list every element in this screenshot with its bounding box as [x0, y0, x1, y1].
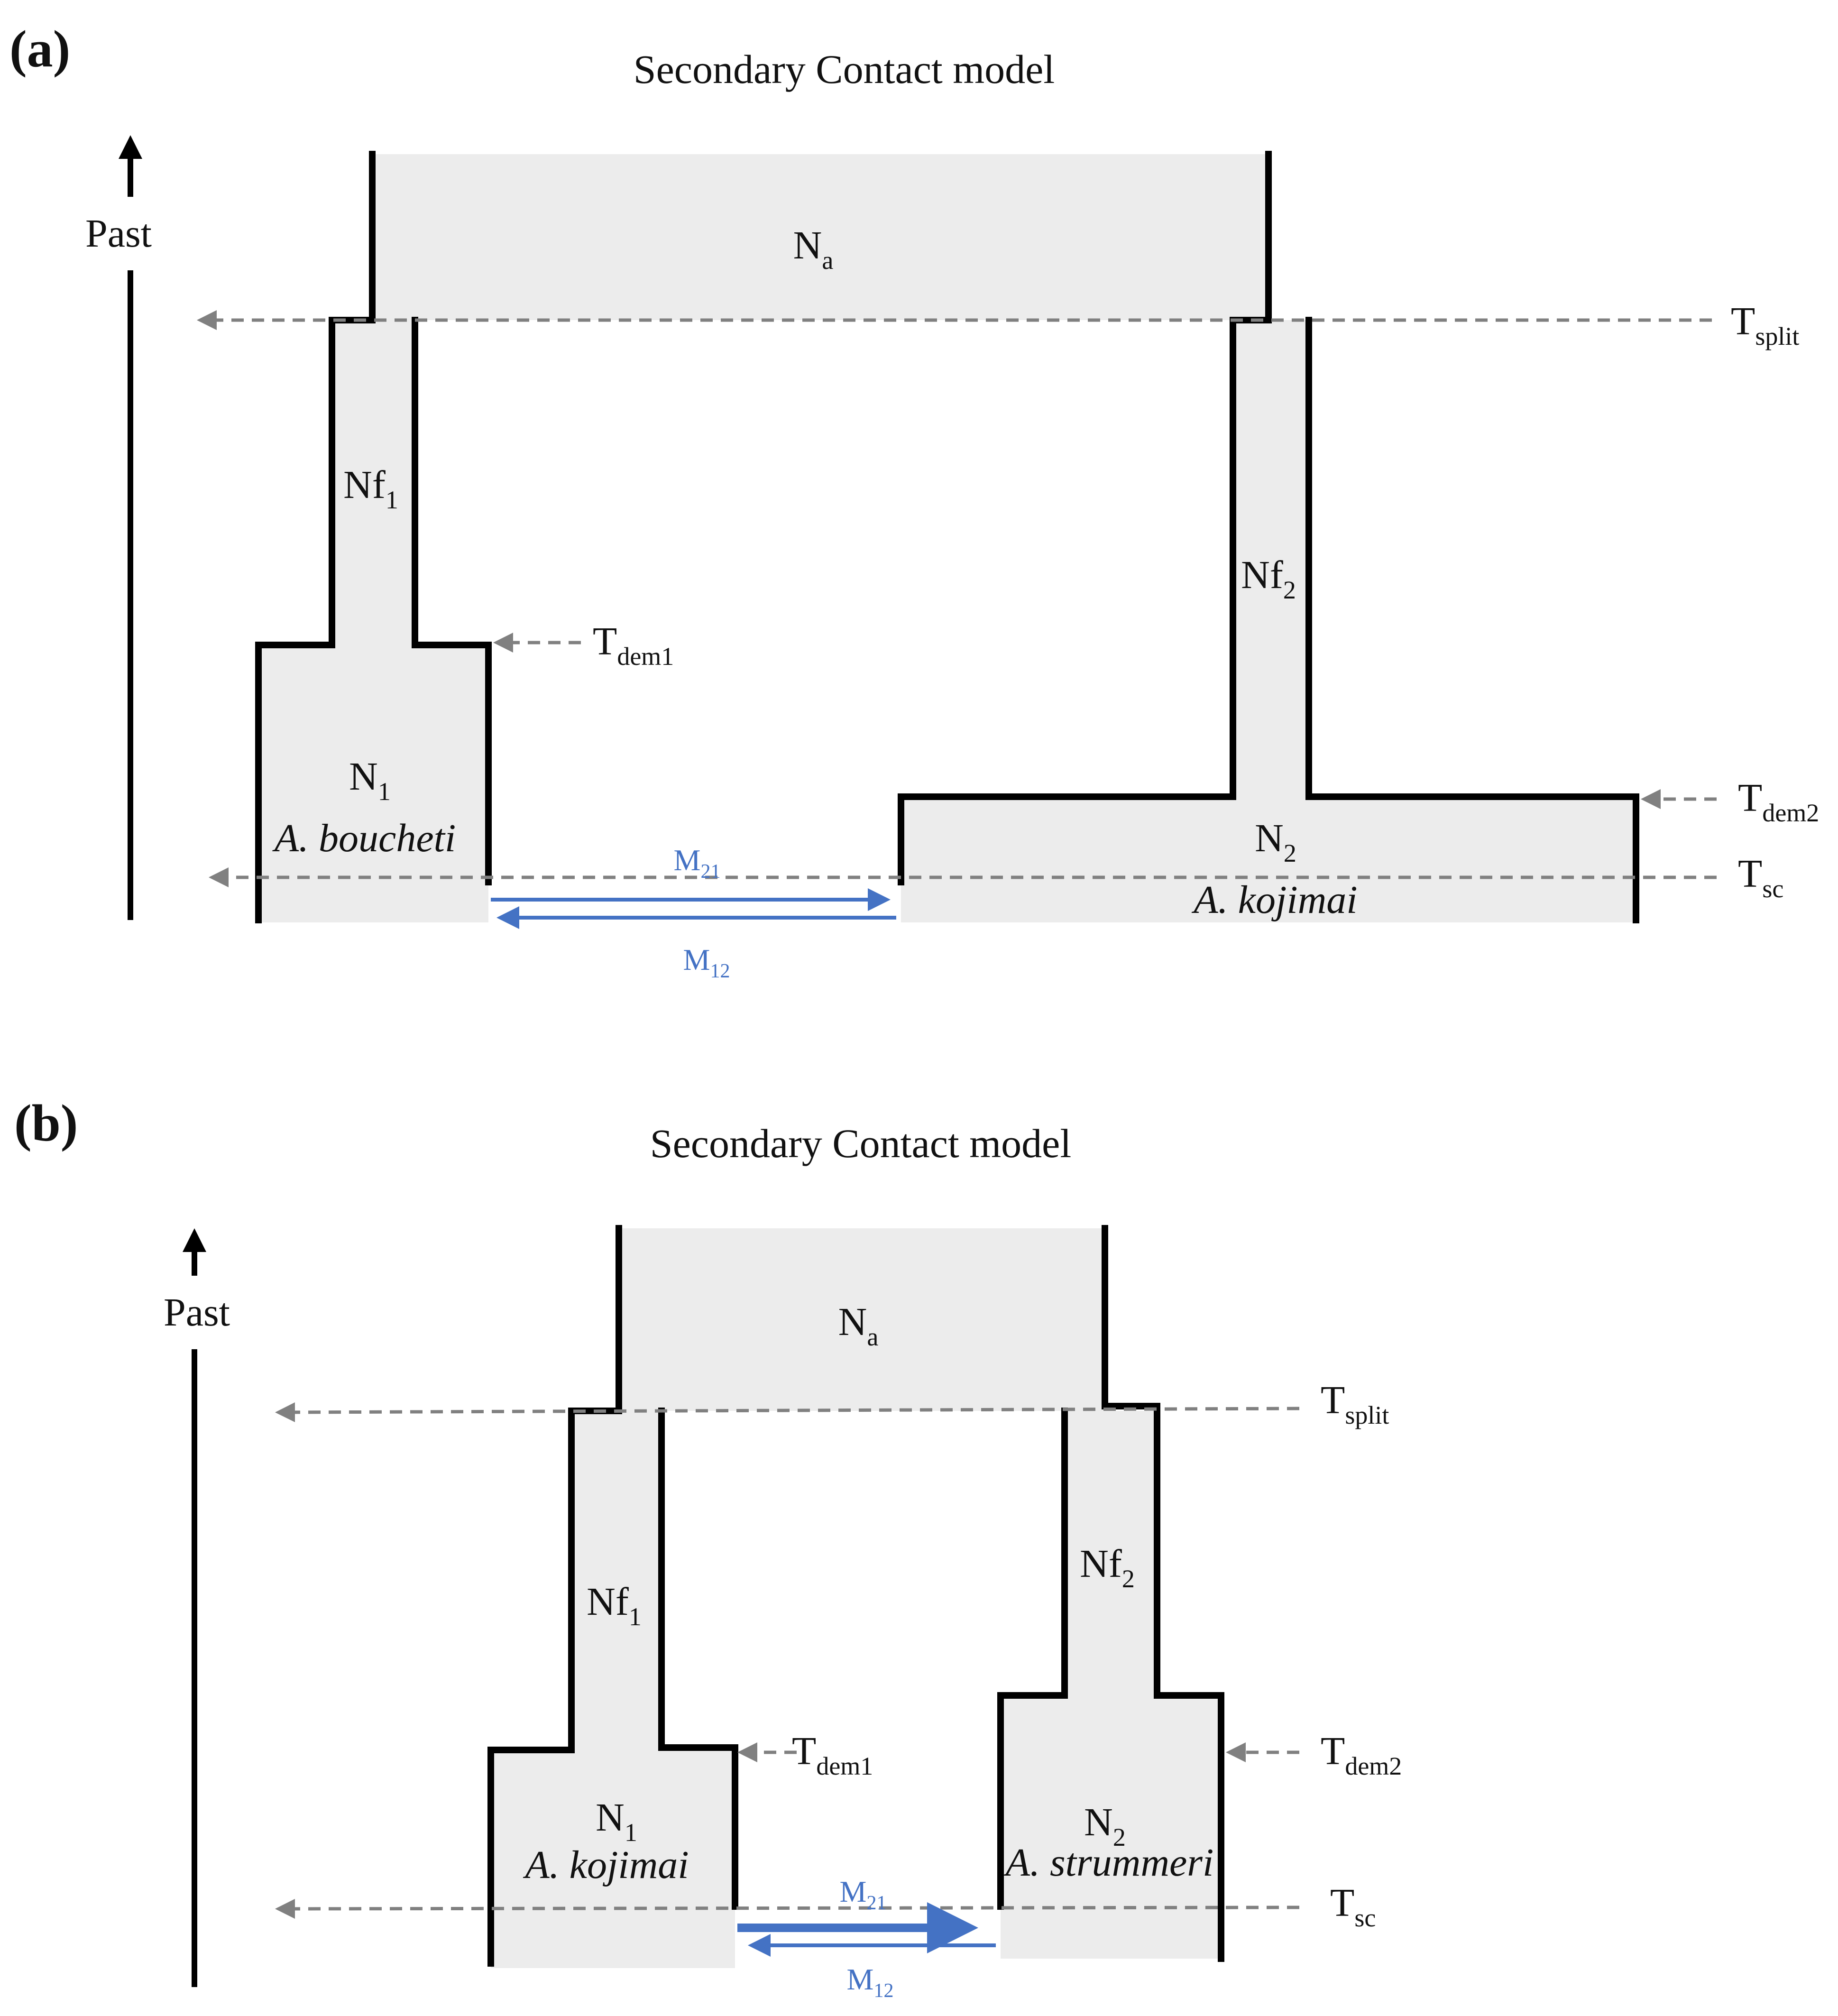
panel-a-label-nf1: Nf1 [343, 463, 398, 514]
panel-a-label-tdem1: Tdem1 [593, 619, 674, 671]
panel-a-species-1: A. boucheti [272, 816, 456, 860]
panel-a: (a) Secondary Contact model Past Na Nf1 … [9, 20, 1819, 982]
panel-b-label-tdem1: Tdem1 [792, 1729, 873, 1780]
panel-b-letter: (b) [14, 1094, 78, 1152]
panel-b-outline-left [487, 1225, 622, 1967]
panel-a-past-label: Past [85, 212, 152, 256]
panel-b-outline-right [1102, 1225, 1224, 1962]
panel-b-tsc-line [275, 1898, 1300, 1919]
panel-a-population-1 [256, 320, 488, 922]
panel-a-outline-left [255, 151, 376, 923]
panel-a-population-2 [901, 320, 1636, 922]
panel-a-label-tsplit: Tsplit [1731, 299, 1799, 350]
panel-a-label-m12: M12 [683, 943, 730, 982]
panel-b-past-label: Past [164, 1290, 230, 1335]
panel-a-label-na: Na [793, 223, 834, 275]
panel-a-label-m21: M21 [674, 843, 721, 883]
panel-a-letter: (a) [9, 20, 70, 78]
panel-b-label-m12: M12 [847, 1962, 894, 2002]
panel-b-label-nf2: Nf2 [1080, 1542, 1135, 1593]
panel-b-label-na: Na [838, 1300, 879, 1351]
panel-a-label-tdem2: Tdem2 [1738, 776, 1819, 827]
panel-b-population-1 [491, 1411, 735, 1968]
panel-b-species-2: A. strummeri [1003, 1841, 1214, 1885]
panel-b-label-nf1: Nf1 [587, 1580, 642, 1631]
panel-b-label-n2: N2 [1084, 1800, 1126, 1851]
panel-a-label-tsc: Tsc [1738, 852, 1783, 903]
panel-b-time-axis: Past [164, 1228, 230, 1987]
panel-b: (b) Secondary Contact model Past Na Nf1 … [14, 1094, 1402, 2002]
panel-b-ancestral-population [619, 1228, 1105, 1411]
panel-b-label-tdem2: Tdem2 [1321, 1729, 1402, 1780]
panel-b-species-1: A. kojimai [523, 1843, 689, 1887]
panel-b-label-tsc: Tsc [1330, 1881, 1376, 1932]
panel-b-outline-pop1-right [658, 1408, 738, 1910]
panel-a-outline-pop2-left [898, 151, 1272, 885]
panel-a-title: Secondary Contact model [634, 46, 1055, 92]
panel-b-label-tsplit: Tsplit [1321, 1378, 1389, 1429]
panel-a-up-arrow-head [119, 135, 142, 159]
panel-b-outline-pop2-left [997, 1408, 1068, 1910]
panel-a-species-2: A. kojimai [1191, 878, 1357, 922]
panel-a-label-n2: N2 [1255, 816, 1296, 867]
panel-a-ancestral-population [372, 154, 1268, 320]
panel-b-tsplit-line [275, 1402, 1300, 1422]
panel-b-title: Secondary Contact model [650, 1121, 1071, 1166]
panel-b-label-n1: N1 [596, 1795, 637, 1847]
panel-a-label-n1: N1 [349, 755, 391, 806]
panel-a-label-nf2: Nf2 [1241, 553, 1296, 604]
panel-a-time-axis: Past [85, 135, 152, 920]
panel-b-population-2 [1001, 1411, 1221, 1959]
panel-b-label-m21: M21 [840, 1875, 887, 1914]
panel-a-outline-pop1-right [412, 317, 492, 885]
panel-a-outline-pop2-right [1305, 317, 1639, 923]
panel-b-up-arrow-head [183, 1228, 206, 1252]
